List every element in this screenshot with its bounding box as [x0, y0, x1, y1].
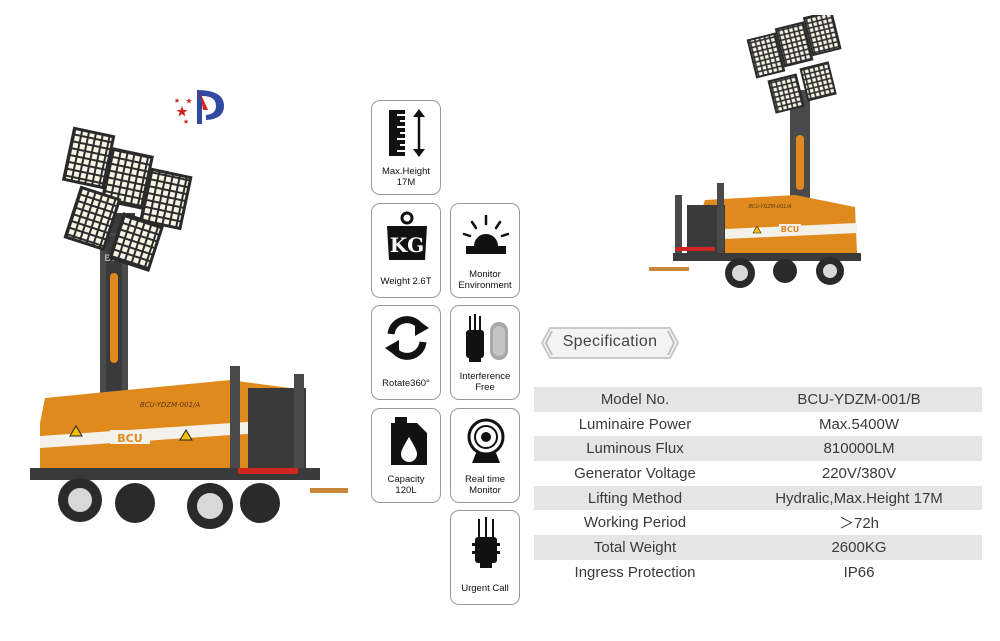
spec-value: 220V/380V	[821, 464, 897, 482]
light-tower-trailer-large: BCU BCU BCU-YDZM-001/A	[30, 126, 348, 529]
height-ruler-icon	[389, 109, 425, 157]
table-row: Lifting Method Hydralic,Max.Height 17M	[534, 485, 982, 511]
feature-card-max-height: Max.Height 17M	[371, 100, 441, 195]
feature-label: Real time Monitor	[464, 474, 506, 496]
interference-free-icon	[466, 314, 508, 362]
spec-value: ＞72h	[838, 515, 880, 533]
spec-value: 810000LM	[736, 436, 982, 462]
feature-card-rotate: Rotate360°	[371, 305, 441, 400]
webcam-icon	[467, 418, 505, 463]
spec-value: Max.5400W	[818, 415, 900, 433]
table-row: Ingress Protection IP66	[534, 560, 982, 585]
light-tower-trailer-small: BCU BCU-YDZM-001/A	[649, 15, 861, 288]
spec-title: Specification	[562, 333, 658, 350]
feature-label: Rotate360°	[382, 378, 430, 389]
feature-card-weight: KG Weight 2.6T	[371, 203, 441, 298]
spec-value: IP66	[843, 563, 875, 581]
table-row: Generator Voltage 220V/380V	[534, 461, 982, 486]
spec-label: Model No.	[534, 387, 736, 412]
feature-label: Interference Free	[459, 371, 511, 393]
feature-label: Monitor Environment	[458, 269, 512, 291]
weight-kg-icon: KG	[387, 211, 427, 260]
table-row: Working Period ＞72h	[534, 510, 982, 535]
feature-card-realtime-monitor: Real time Monitor	[450, 408, 520, 503]
feature-card-capacity: Capacity 120L	[371, 408, 441, 503]
specification-heading: Specification	[540, 326, 680, 360]
feature-label: Capacity 120L	[387, 474, 425, 496]
kg-text: KG	[390, 233, 424, 257]
antenna-icon	[472, 517, 500, 568]
spec-label: Luminaire Power	[578, 415, 692, 433]
spec-value: BCU-YDZM-001/B	[736, 387, 982, 412]
spec-label: Luminous Flux	[534, 436, 736, 462]
spec-label: Ingress Protection	[574, 563, 696, 581]
spec-value: 2600KG	[736, 535, 982, 560]
table-row: Luminous Flux 810000LM	[534, 436, 982, 462]
feature-card-interference-free: Interference Free	[450, 305, 520, 400]
feature-card-monitor-environment: Monitor Environment	[450, 203, 520, 298]
feature-label: Urgent Call	[461, 583, 509, 594]
feature-label: Max.Height 17M	[381, 166, 431, 188]
feature-card-urgent-call: Urgent Call	[450, 510, 520, 605]
rotate-icon	[385, 316, 429, 360]
monitor-alarm-icon	[462, 214, 510, 254]
spec-label: Generator Voltage	[574, 464, 696, 482]
spec-label: Working Period	[583, 514, 687, 532]
model-marking-right: BCU-YDZM-001/A	[748, 204, 792, 210]
spec-label: Total Weight	[534, 535, 736, 560]
spec-table: Model No. BCU-YDZM-001/B Luminaire Power…	[534, 387, 982, 585]
feature-label: Weight 2.6T	[380, 276, 432, 287]
chevron-banner-icon	[540, 327, 680, 359]
brand-mark: BCU	[117, 432, 142, 445]
company-logo	[174, 90, 224, 124]
model-marking: BCU-YDZM-001/A	[140, 401, 201, 409]
svg-text:BCU: BCU	[781, 225, 799, 234]
table-row: Model No. BCU-YDZM-001/B	[534, 387, 982, 412]
table-row: Luminaire Power Max.5400W	[534, 412, 982, 437]
table-row: Total Weight 2600KG	[534, 535, 982, 560]
spec-value: Hydralic,Max.Height 17M	[736, 485, 982, 511]
spec-label: Lifting Method	[534, 485, 736, 511]
fuel-tank-icon	[391, 417, 427, 465]
